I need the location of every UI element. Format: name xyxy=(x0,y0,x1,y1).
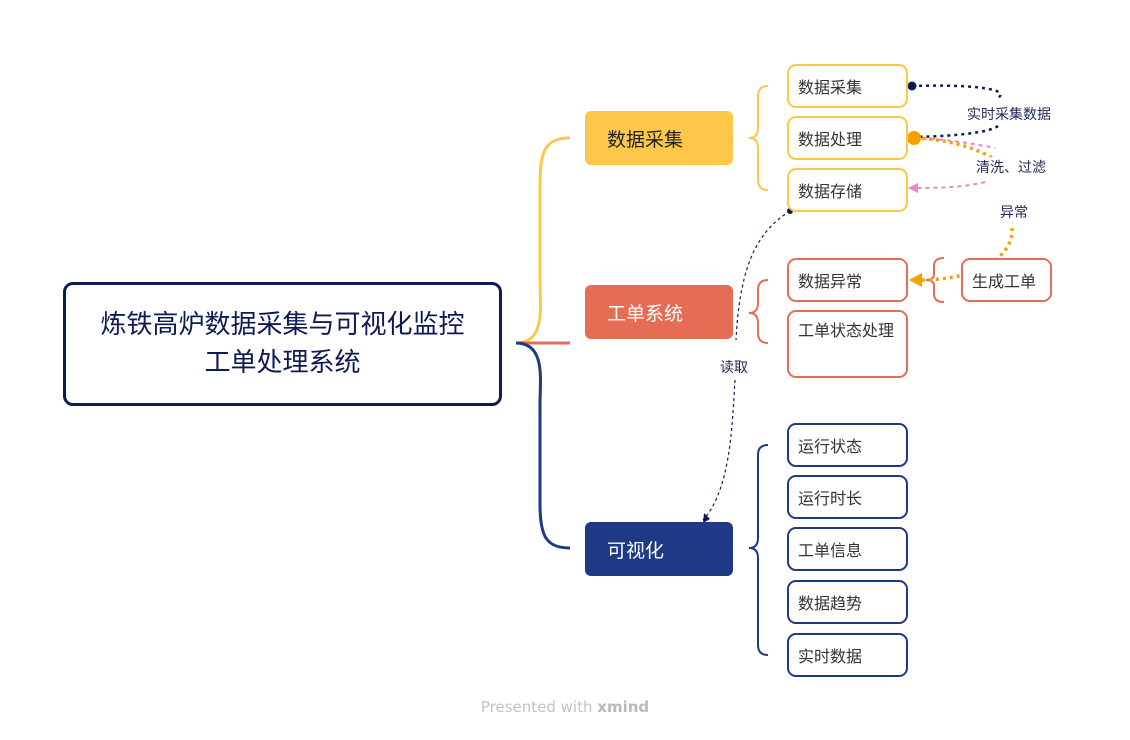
arrow-to-abnormal xyxy=(909,273,922,287)
central-topic[interactable]: 炼铁高炉数据采集与可视化监控工单处理系统 xyxy=(63,282,502,406)
subtopic-data-trend[interactable]: 数据趋势 xyxy=(787,580,908,624)
subtopic-data-collect[interactable]: 数据采集 xyxy=(787,64,908,108)
arrow-to-storage xyxy=(908,183,918,193)
subtopic-run-status[interactable]: 运行状态 xyxy=(787,423,908,467)
relation-label-clean-filter[interactable]: 清洗、过滤 xyxy=(974,157,1048,177)
footer-prefix: Presented with xyxy=(480,698,593,716)
subtopic-ticket-info[interactable]: 工单信息 xyxy=(787,527,908,571)
subtopic-data-process[interactable]: 数据处理 xyxy=(787,116,908,160)
relation-label-realtime-collect[interactable]: 实时采集数据 xyxy=(965,104,1053,124)
subtopic-realtime-data[interactable]: 实时数据 xyxy=(787,633,908,677)
brace-abnormal-ticket xyxy=(925,257,945,303)
brace-ticket-system xyxy=(748,279,769,344)
subtopic-data-storage[interactable]: 数据存储 xyxy=(787,168,908,212)
relation-label-read[interactable]: 读取 xyxy=(718,357,750,377)
brace-data-collection xyxy=(748,85,769,191)
relation-read xyxy=(702,210,791,521)
subtopic-create-ticket[interactable]: 生成工单 xyxy=(961,258,1052,302)
brace-visualization xyxy=(748,444,769,656)
relation-realtime-collect xyxy=(911,84,1002,139)
connector-to-data-collection xyxy=(515,136,571,345)
main-topic-data-collection[interactable]: 数据采集 xyxy=(585,111,733,165)
subtopic-data-abnormal[interactable]: 数据异常 xyxy=(787,258,908,302)
relation-abnormal-start-dot xyxy=(907,131,921,145)
central-topic-title: 炼铁高炉数据采集与可视化监控工单处理系统 xyxy=(100,310,465,378)
main-topic-ticket-system[interactable]: 工单系统 xyxy=(585,285,733,339)
xmind-logo: xmind xyxy=(597,698,650,716)
footer: Presented with xmind xyxy=(0,698,1130,716)
arrow-read-start xyxy=(703,513,710,523)
subtopic-ticket-status[interactable]: 工单状态处理 xyxy=(787,310,908,378)
subtopic-run-duration[interactable]: 运行时长 xyxy=(787,475,908,519)
main-topic-visualization[interactable]: 可视化 xyxy=(585,522,733,576)
relation-label-abnormal[interactable]: 异常 xyxy=(998,202,1030,222)
connector-to-visualization xyxy=(515,341,571,550)
relation-realtime-start-dot xyxy=(907,81,917,91)
